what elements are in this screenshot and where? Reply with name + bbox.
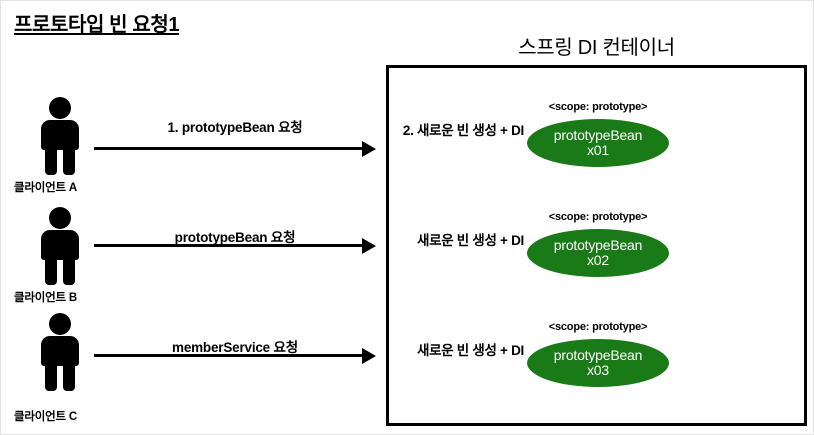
- arrow-shaft: [94, 147, 365, 150]
- arrow-shaft: [94, 354, 365, 357]
- bean-id-3: x03: [587, 362, 609, 378]
- person-icon: [27, 97, 93, 175]
- person-leg-right-icon: [63, 144, 75, 175]
- prototype-bean-1: prototypeBean x01: [527, 119, 669, 167]
- page-title: 프로토타입 빈 요청1: [14, 14, 180, 36]
- person-head-icon: [49, 313, 71, 335]
- arrow-head: [362, 347, 376, 364]
- client-c-label: 클라이언트 C: [14, 411, 77, 423]
- bean-create-label-3: 새로운 빈 생성 + DI: [416, 343, 524, 358]
- client-c-icon-group: [27, 313, 93, 391]
- bean-id-1: x01: [587, 142, 609, 158]
- arrow-right-icon-1: [94, 140, 376, 157]
- bean-name-2: prototypeBean: [553, 236, 643, 253]
- person-leg-right-icon: [63, 360, 75, 391]
- request-arrow-label-1: 1. prototypeBean 요청: [167, 120, 303, 135]
- bean-scope-label-3: <scope: prototype>: [548, 321, 648, 333]
- person-leg-right-icon: [63, 254, 75, 285]
- bean-scope-label-1: <scope: prototype>: [548, 101, 648, 113]
- bean-name-1: prototypeBean: [553, 126, 643, 143]
- person-icon: [27, 313, 93, 391]
- bean-name-3: prototypeBean: [553, 346, 643, 363]
- person-head-icon: [49, 97, 71, 119]
- bean-id-2: x02: [587, 252, 609, 268]
- person-leg-left-icon: [45, 254, 57, 285]
- di-container-title: 스프링 DI 컨테이너: [518, 37, 675, 59]
- client-b-icon-group: [27, 207, 93, 285]
- person-leg-left-icon: [45, 360, 57, 391]
- bean-create-label-2: 새로운 빈 생성 + DI: [416, 233, 524, 248]
- arrow-right-icon-2: [94, 237, 376, 254]
- person-head-icon: [49, 207, 71, 229]
- request-arrow-label-2: prototypeBean 요청: [174, 230, 296, 245]
- arrow-head: [362, 237, 376, 254]
- person-icon: [27, 207, 93, 285]
- arrow-shaft: [94, 244, 365, 247]
- arrow-right-icon-3: [94, 347, 376, 364]
- client-a-icon-group: [27, 97, 93, 175]
- arrow-head: [362, 140, 376, 157]
- client-b-label: 클라이언트 B: [14, 292, 77, 304]
- bean-create-label-1: 2. 새로운 빈 생성 + DI: [402, 123, 524, 138]
- prototype-bean-2: prototypeBean x02: [527, 229, 669, 277]
- request-arrow-label-3: memberService 요청: [172, 340, 298, 355]
- bean-scope-label-2: <scope: prototype>: [548, 211, 648, 223]
- prototype-bean-3: prototypeBean x03: [527, 339, 669, 387]
- person-leg-left-icon: [45, 144, 57, 175]
- client-a-label: 클라이언트 A: [14, 182, 77, 194]
